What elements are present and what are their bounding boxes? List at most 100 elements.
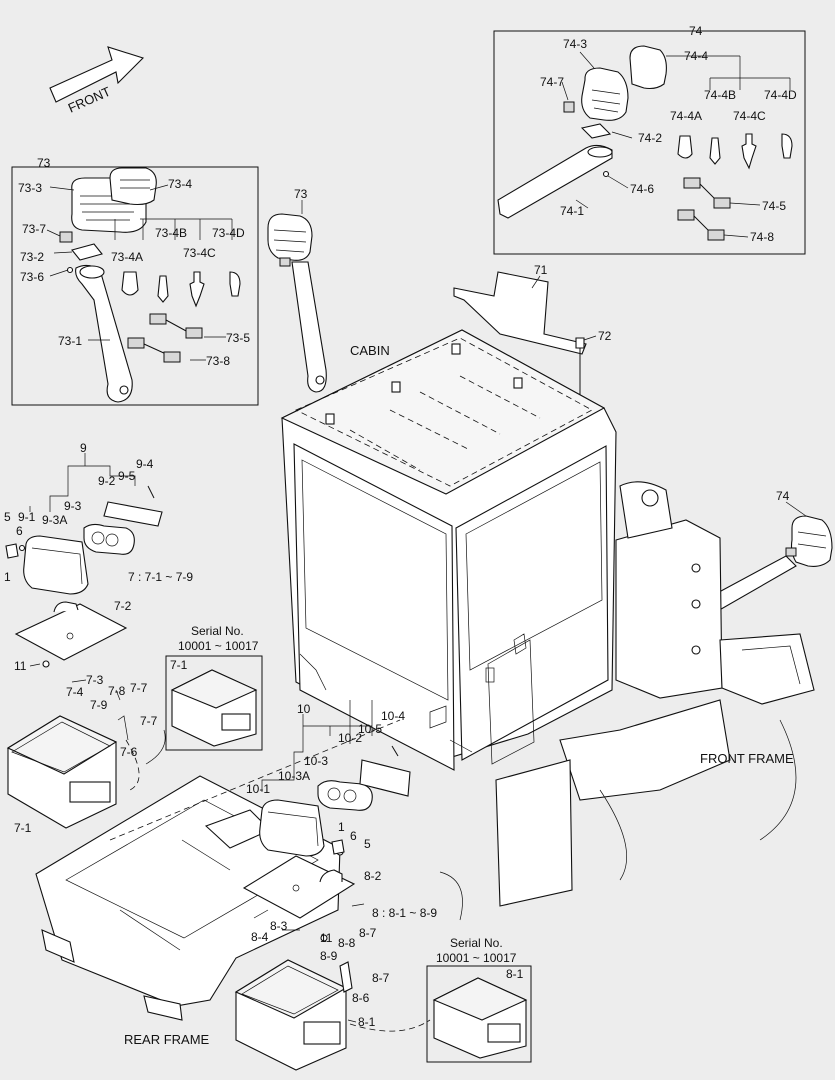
label-74-4: 74-4 — [684, 49, 708, 63]
front-frame: FRONT FRAME — [559, 481, 815, 881]
label-74-8: 74-8 — [750, 230, 774, 244]
label-6-mid: 6 — [350, 829, 357, 843]
label-10-4: 10-4 — [381, 709, 405, 723]
label-rear-frame: REAR FRAME — [124, 1032, 210, 1047]
label-73-5: 73-5 — [226, 331, 250, 345]
label-73-7: 73-7 — [22, 222, 46, 236]
label-8-7a: 8-7 — [359, 926, 377, 940]
label-10-5: 10-5 — [358, 722, 382, 736]
label-74-2: 74-2 — [638, 131, 662, 145]
label-73-4a: 73-4A — [111, 250, 143, 264]
label-8-7b: 8-7 — [372, 971, 390, 985]
detail-box-73: 73 73-3 73-4 73-7 73-4B 73-4D 73-2 73-4A… — [11, 156, 259, 406]
serial-1-title: Serial No. — [191, 624, 244, 638]
label-72: 72 — [598, 329, 612, 343]
label-10-3a: 10-3A — [278, 769, 310, 783]
label-73-4d: 73-4D — [212, 226, 245, 240]
label-74-5: 74-5 — [762, 199, 786, 213]
serial-box-7-1: Serial No. 10001 ~ 10017 7-1 — [165, 624, 263, 751]
serial-1-range: 10001 ~ 10017 — [178, 639, 259, 653]
label-73-2: 73-2 — [20, 250, 44, 264]
label-73-3: 73-3 — [18, 181, 42, 195]
lamp-73-4 — [109, 167, 157, 206]
bulbs-73 — [121, 271, 241, 308]
group-8-note: 8 : 8-1 ~ 8-9 — [372, 906, 437, 920]
front-direction-arrow: FRONT — [49, 46, 145, 116]
label-1-top: 1 — [4, 570, 11, 584]
label-8-1: 8-1 — [358, 1015, 376, 1029]
label-8-8: 8-8 — [338, 936, 356, 950]
label-7-2: 7-2 — [114, 599, 132, 613]
detail-box-74: 74 74-3 74-4 74-7 74-4B 74-4D 74-4A 74-4… — [493, 24, 806, 255]
serial-2-title: Serial No. — [450, 936, 503, 950]
label-8-2: 8-2 — [364, 869, 382, 883]
serial-box-8-1: Serial No. 10001 ~ 10017 8-1 — [426, 936, 532, 1063]
label-73-1: 73-1 — [58, 334, 82, 348]
label-9-4: 9-4 — [136, 457, 154, 471]
group-10-lamp: 10 10-5 10-4 10-2 10-3 10-3A 10-1 1 6 5 — [246, 700, 411, 857]
label-11-top: 11 — [14, 659, 27, 673]
label-71: 71 — [534, 263, 548, 277]
serial-1-part: 7-1 — [170, 658, 188, 672]
label-10-1: 10-1 — [246, 782, 270, 796]
label-74-7: 74-7 — [540, 75, 564, 89]
serial-2-part: 8-1 — [506, 967, 524, 981]
label-5-mid: 5 — [364, 837, 371, 851]
label-7-7b: 7-7 — [140, 714, 158, 728]
group-7-note: 7 : 7-1 ~ 7-9 — [128, 570, 193, 584]
label-7-3: 7-3 — [86, 673, 104, 687]
label-73-4c: 73-4C — [183, 246, 216, 260]
label-7-6: 7-6 — [120, 745, 138, 759]
label-74-4b: 74-4B — [704, 88, 736, 102]
label-73-4: 73-4 — [168, 177, 192, 191]
label-9-2: 9-2 — [98, 474, 116, 488]
lamp-74-3 — [581, 67, 629, 121]
label-6-top: 6 — [16, 524, 23, 538]
mounted-lamp-74: 74 — [705, 489, 833, 613]
label-73-mounted: 73 — [294, 187, 308, 201]
serial-2-range: 10001 ~ 10017 — [436, 951, 517, 965]
label-9-5: 9-5 — [118, 469, 136, 483]
cabin: CABIN — [280, 329, 617, 771]
label-74-3: 74-3 — [563, 37, 587, 51]
label-73-6: 73-6 — [20, 270, 44, 284]
label-11-bottom: 11 — [320, 931, 333, 945]
label-8-9: 8-9 — [320, 949, 338, 963]
label-cabin: CABIN — [350, 343, 390, 358]
label-73-4b: 73-4B — [155, 226, 187, 240]
label-10-3: 10-3 — [304, 754, 328, 768]
label-74: 74 — [689, 24, 703, 38]
group-9-lamp: 9 9-2 9-5 9-4 9-3 9-1 9-3A 5 6 1 7 : 7-1… — [4, 441, 193, 595]
label-74-4c: 74-4C — [733, 109, 766, 123]
bulbs-74 — [677, 133, 793, 170]
label-9: 9 — [80, 441, 87, 455]
mounted-lamp-73: 73 — [267, 187, 327, 393]
group-7-box: 7-2 11 7-3 7-4 7-8 7-7 7-9 7-7 7-6 7-1 — [6, 599, 166, 835]
group-8-box: 8-2 8 : 8-1 ~ 8-9 8-3 8-4 11 8-8 8-7 8-9… — [234, 855, 437, 1071]
label-7-9: 7-9 — [90, 698, 108, 712]
label-front-frame: FRONT FRAME — [700, 751, 794, 766]
label-9-3: 9-3 — [64, 499, 82, 513]
label-74-1: 74-1 — [560, 204, 584, 218]
label-74-4d: 74-4D — [764, 88, 797, 102]
label-9-1: 9-1 — [18, 510, 36, 524]
label-73-8: 73-8 — [206, 354, 230, 368]
lamp-74-4 — [629, 45, 667, 90]
label-7-1: 7-1 — [14, 821, 32, 835]
label-10-2: 10-2 — [338, 731, 362, 745]
label-9-3a: 9-3A — [42, 513, 67, 527]
label-7-8: 7-8 — [108, 684, 126, 698]
label-74-mounted: 74 — [776, 489, 790, 503]
label-7-7a: 7-7 — [130, 681, 148, 695]
label-8-3: 8-3 — [270, 919, 288, 933]
label-10: 10 — [297, 702, 311, 716]
label-74-6: 74-6 — [630, 182, 654, 196]
label-1-mid: 1 — [338, 820, 345, 834]
label-7-4: 7-4 — [66, 685, 84, 699]
label-5-top: 5 — [4, 510, 11, 524]
label-73: 73 — [37, 156, 51, 170]
label-8-4: 8-4 — [251, 930, 269, 944]
label-74-4a: 74-4A — [670, 109, 702, 123]
label-8-6: 8-6 — [352, 991, 370, 1005]
